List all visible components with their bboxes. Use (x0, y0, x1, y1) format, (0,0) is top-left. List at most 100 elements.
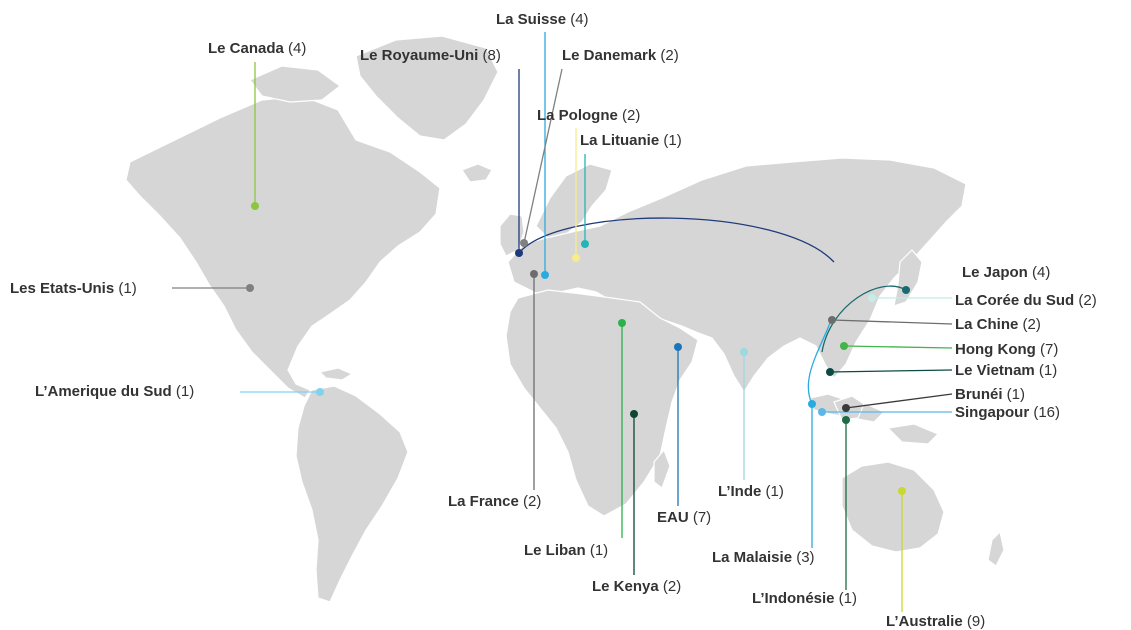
location-name: La Lituanie (580, 132, 659, 149)
location-label-lituanie: La Lituanie (1) (580, 132, 682, 149)
landmass-new-zealand (987, 530, 1005, 567)
location-dot-suisse[interactable] (541, 271, 549, 279)
location-name: La Pologne (537, 107, 618, 124)
location-label-etats-unis: Les Etats-Unis (1) (10, 280, 137, 297)
location-dot-kenya[interactable] (630, 410, 638, 418)
location-name: L’Inde (718, 483, 761, 500)
location-label-kenya: Le Kenya (2) (592, 578, 681, 595)
location-dot-hong-kong[interactable] (840, 342, 848, 350)
location-dot-pologne[interactable] (572, 254, 580, 262)
location-name: La Malaisie (712, 549, 792, 566)
location-dot-canada[interactable] (251, 202, 259, 210)
location-name: Le Vietnam (955, 362, 1035, 379)
location-dot-indonesie[interactable] (842, 416, 850, 424)
leader-line-hong-kong (843, 345, 953, 349)
location-dot-danemark[interactable] (520, 239, 528, 247)
location-label-inde: L’Inde (1) (718, 483, 784, 500)
location-dot-etats-unis[interactable] (246, 284, 254, 292)
location-label-vietnam: Le Vietnam (1) (955, 362, 1057, 379)
location-count: (4) (1028, 264, 1051, 281)
landmass-north-america (125, 95, 441, 399)
location-name: Le Liban (524, 542, 586, 559)
location-dot-france[interactable] (530, 270, 538, 278)
landmass-arctic-islands (249, 65, 341, 103)
landmass-south-america (295, 385, 409, 603)
location-dot-royaume-uni[interactable] (515, 249, 523, 257)
leader-line-brunei (845, 393, 953, 409)
location-label-pologne: La Pologne (2) (537, 107, 640, 124)
landmass-iceland (461, 163, 493, 183)
location-dot-liban[interactable] (618, 319, 626, 327)
leader-line-japon (821, 285, 907, 353)
location-count: (1) (1003, 386, 1026, 403)
location-label-indonesie: L’Indonésie (1) (752, 590, 857, 607)
location-dot-malaisie[interactable] (808, 400, 816, 408)
location-count: (1) (172, 383, 195, 400)
location-label-brunei: Brunéi (1) (955, 386, 1025, 403)
location-dot-amerique-du-sud[interactable] (316, 388, 324, 396)
location-label-singapour: Singapour (16) (955, 404, 1060, 421)
landmass-new-guinea (886, 423, 940, 445)
location-dot-coree-du-sud[interactable] (868, 294, 876, 302)
location-count: (4) (566, 11, 589, 28)
location-label-canada: Le Canada (4) (208, 40, 306, 57)
location-label-suisse: La Suisse (4) (496, 11, 589, 28)
location-dot-singapour[interactable] (818, 408, 826, 416)
location-name: La Chine (955, 316, 1018, 333)
location-label-malaisie: La Malaisie (3) (712, 549, 815, 566)
location-name: Le Canada (208, 40, 285, 57)
location-label-amerique-du-sud: L’Amerique du Sud (1) (35, 383, 194, 400)
location-count: (8) (478, 47, 501, 64)
leader-line-chine (831, 319, 953, 325)
location-label-hong-kong: Hong Kong (7) (955, 341, 1058, 358)
location-name: Le Danemark (562, 47, 657, 64)
location-name: La Suisse (496, 11, 566, 28)
location-label-chine: La Chine (2) (955, 316, 1041, 333)
location-count: (1) (835, 590, 858, 607)
location-name: L’Australie (886, 613, 963, 630)
leader-line-vietnam (829, 369, 953, 373)
location-name: Singapour (955, 404, 1029, 421)
location-count: (1) (659, 132, 682, 149)
location-label-france: La France (2) (448, 493, 541, 510)
location-dot-chine[interactable] (828, 316, 836, 324)
location-name: L’Amerique du Sud (35, 383, 172, 400)
location-dot-inde[interactable] (740, 348, 748, 356)
location-count: (1) (114, 280, 137, 297)
route-arc-1 (807, 317, 833, 405)
location-count: (2) (1074, 292, 1097, 309)
location-count: (2) (656, 47, 679, 64)
location-label-royaume-uni: Le Royaume-Uni (8) (360, 47, 501, 64)
landmass-japan (893, 249, 923, 307)
connectors (172, 32, 953, 612)
landmass-caribbean (318, 367, 354, 381)
location-name: La France (448, 493, 519, 510)
landmass-australia (841, 461, 945, 553)
location-name: EAU (657, 509, 689, 526)
location-count: (2) (618, 107, 641, 124)
location-dot-brunei[interactable] (842, 404, 850, 412)
location-label-japon: Le Japon (4) (962, 264, 1050, 281)
location-label-eau: EAU (7) (657, 509, 711, 526)
landmass-africa (505, 289, 699, 517)
landmasses (125, 35, 1005, 603)
location-label-liban: Le Liban (1) (524, 542, 608, 559)
location-count: (7) (1036, 341, 1059, 358)
location-dot-lituanie[interactable] (581, 240, 589, 248)
location-dot-japon[interactable] (902, 286, 910, 294)
location-label-coree-du-sud: La Corée du Sud (2) (955, 292, 1097, 309)
location-labels: Le Canada (4) Le Royaume-Uni (8) La Suisse… (10, 11, 1097, 630)
location-name: Brunéi (955, 386, 1003, 403)
location-count: (2) (519, 493, 542, 510)
location-name: Le Kenya (592, 578, 659, 595)
location-count: (4) (284, 40, 307, 57)
location-dot-eau[interactable] (674, 343, 682, 351)
location-name: L’Indonésie (752, 590, 835, 607)
location-count: (1) (761, 483, 784, 500)
location-dot-vietnam[interactable] (826, 368, 834, 376)
location-count: (1) (1035, 362, 1058, 379)
location-count: (2) (1018, 316, 1041, 333)
location-dot-australie[interactable] (898, 487, 906, 495)
location-count: (3) (792, 549, 815, 566)
